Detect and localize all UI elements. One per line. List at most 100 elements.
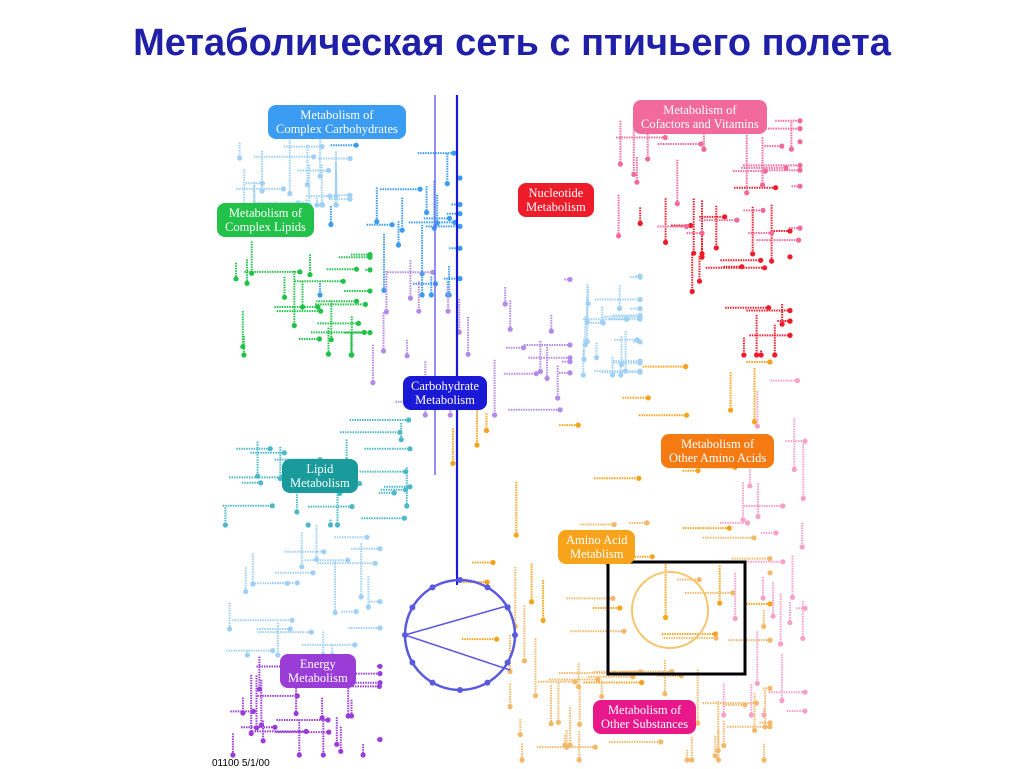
compound-node — [699, 230, 705, 236]
compound-node — [338, 748, 344, 754]
compound-node — [398, 437, 404, 443]
compound-node — [296, 752, 302, 758]
label-line: Metabolism of — [228, 206, 303, 220]
label-complex-lipids[interactable]: Metabolism of Complex Lipids — [217, 203, 314, 237]
compound-node — [294, 693, 300, 699]
compound-node — [800, 635, 806, 642]
compound-node — [576, 757, 582, 763]
compound-node — [521, 658, 527, 664]
compound-node — [540, 617, 546, 624]
compound-node — [567, 276, 573, 283]
compound-node — [658, 739, 664, 745]
compound-node — [507, 326, 513, 332]
compound-node — [399, 227, 405, 233]
compound-node — [717, 600, 723, 606]
compound-node — [662, 691, 668, 697]
compound-node — [327, 522, 334, 528]
label-nucleotide[interactable]: Nucleotide Metabolism — [518, 183, 594, 217]
compound-node — [293, 710, 299, 717]
compound-node — [222, 522, 228, 528]
compound-node — [797, 118, 803, 124]
label-lipid[interactable]: Lipid Metabolism — [282, 459, 358, 493]
compound-node — [457, 223, 463, 229]
compound-node — [631, 171, 637, 177]
label-energy[interactable]: Energy Metabolism — [280, 654, 356, 688]
compound-node — [358, 594, 364, 600]
compound-node — [754, 352, 760, 358]
compound-node — [689, 288, 695, 295]
compound-node — [701, 146, 707, 152]
compound-node — [407, 484, 413, 490]
compound-node — [683, 364, 689, 370]
compound-node — [316, 336, 322, 342]
compound-node — [797, 225, 803, 231]
compound-node — [416, 308, 422, 314]
compound-node — [741, 352, 747, 358]
compound-node — [376, 683, 382, 690]
compound-node — [348, 352, 354, 358]
compound-node — [513, 532, 519, 538]
compound-node — [645, 156, 651, 162]
compound-node — [800, 495, 806, 501]
compound-node — [649, 554, 655, 560]
compound-node — [380, 348, 387, 354]
tca-node — [484, 584, 491, 591]
compound-node — [377, 546, 383, 552]
label-other-substances[interactable]: Metabolism of Other Substances — [593, 700, 697, 734]
compound-node — [760, 595, 766, 601]
compound-node — [544, 375, 550, 381]
compound-node — [457, 175, 463, 181]
compound-node — [715, 757, 721, 763]
compound-node — [308, 629, 314, 635]
compound-node — [751, 535, 757, 541]
compound-node — [688, 222, 694, 229]
compound-node — [787, 332, 793, 338]
compound-node — [446, 215, 453, 221]
compound-node — [585, 301, 591, 307]
tca-node — [409, 604, 416, 611]
pathway-network — [222, 95, 808, 763]
compound-node — [732, 615, 738, 622]
compound-node — [779, 698, 785, 704]
compound-node — [637, 273, 643, 279]
compound-node — [374, 219, 380, 225]
label-complex-carbohydrates[interactable]: Metabolism of Complex Carbohydrates — [268, 105, 406, 139]
compound-node — [684, 757, 690, 763]
compound-node — [424, 209, 430, 216]
label-line: Other Amino Acids — [669, 451, 767, 465]
label-cofactors-vitamins[interactable]: Metabolism of Cofactors and Vitamins — [633, 100, 767, 134]
label-carbohydrate[interactable]: Carbohydrate Metabolism — [403, 376, 488, 410]
label-line: Metabolism of — [680, 437, 755, 451]
compound-node — [314, 202, 320, 208]
compound-node — [576, 684, 582, 690]
label-amino-acid[interactable]: Amino Acid Metablism — [558, 530, 636, 564]
compound-node — [406, 417, 412, 423]
compound-node — [250, 708, 256, 715]
compound-node — [726, 525, 732, 531]
compound-node — [297, 269, 303, 275]
compound-node — [797, 183, 803, 189]
compound-node — [457, 276, 463, 282]
compound-node — [320, 202, 326, 208]
compound-node — [572, 679, 578, 685]
compound-node — [634, 179, 640, 185]
compound-node — [634, 337, 640, 343]
compound-node — [272, 724, 278, 730]
compound-node — [767, 637, 773, 643]
label-line: Other Substances — [601, 717, 689, 731]
compound-node — [779, 321, 785, 327]
compound-node — [321, 549, 327, 555]
compound-node — [734, 217, 740, 223]
compound-node — [490, 559, 496, 566]
compound-node — [281, 450, 287, 456]
compound-node — [395, 242, 402, 248]
compound-node — [797, 126, 803, 132]
compound-node — [289, 617, 295, 623]
urea-cycle — [631, 571, 709, 649]
label-other-amino-acids[interactable]: Metabolism of Other Amino Acids — [661, 434, 775, 468]
label-line: Metabolism — [415, 393, 475, 407]
compound-node — [698, 141, 704, 147]
compound-node — [537, 368, 543, 375]
compound-node — [519, 757, 525, 763]
compound-node — [310, 570, 316, 576]
